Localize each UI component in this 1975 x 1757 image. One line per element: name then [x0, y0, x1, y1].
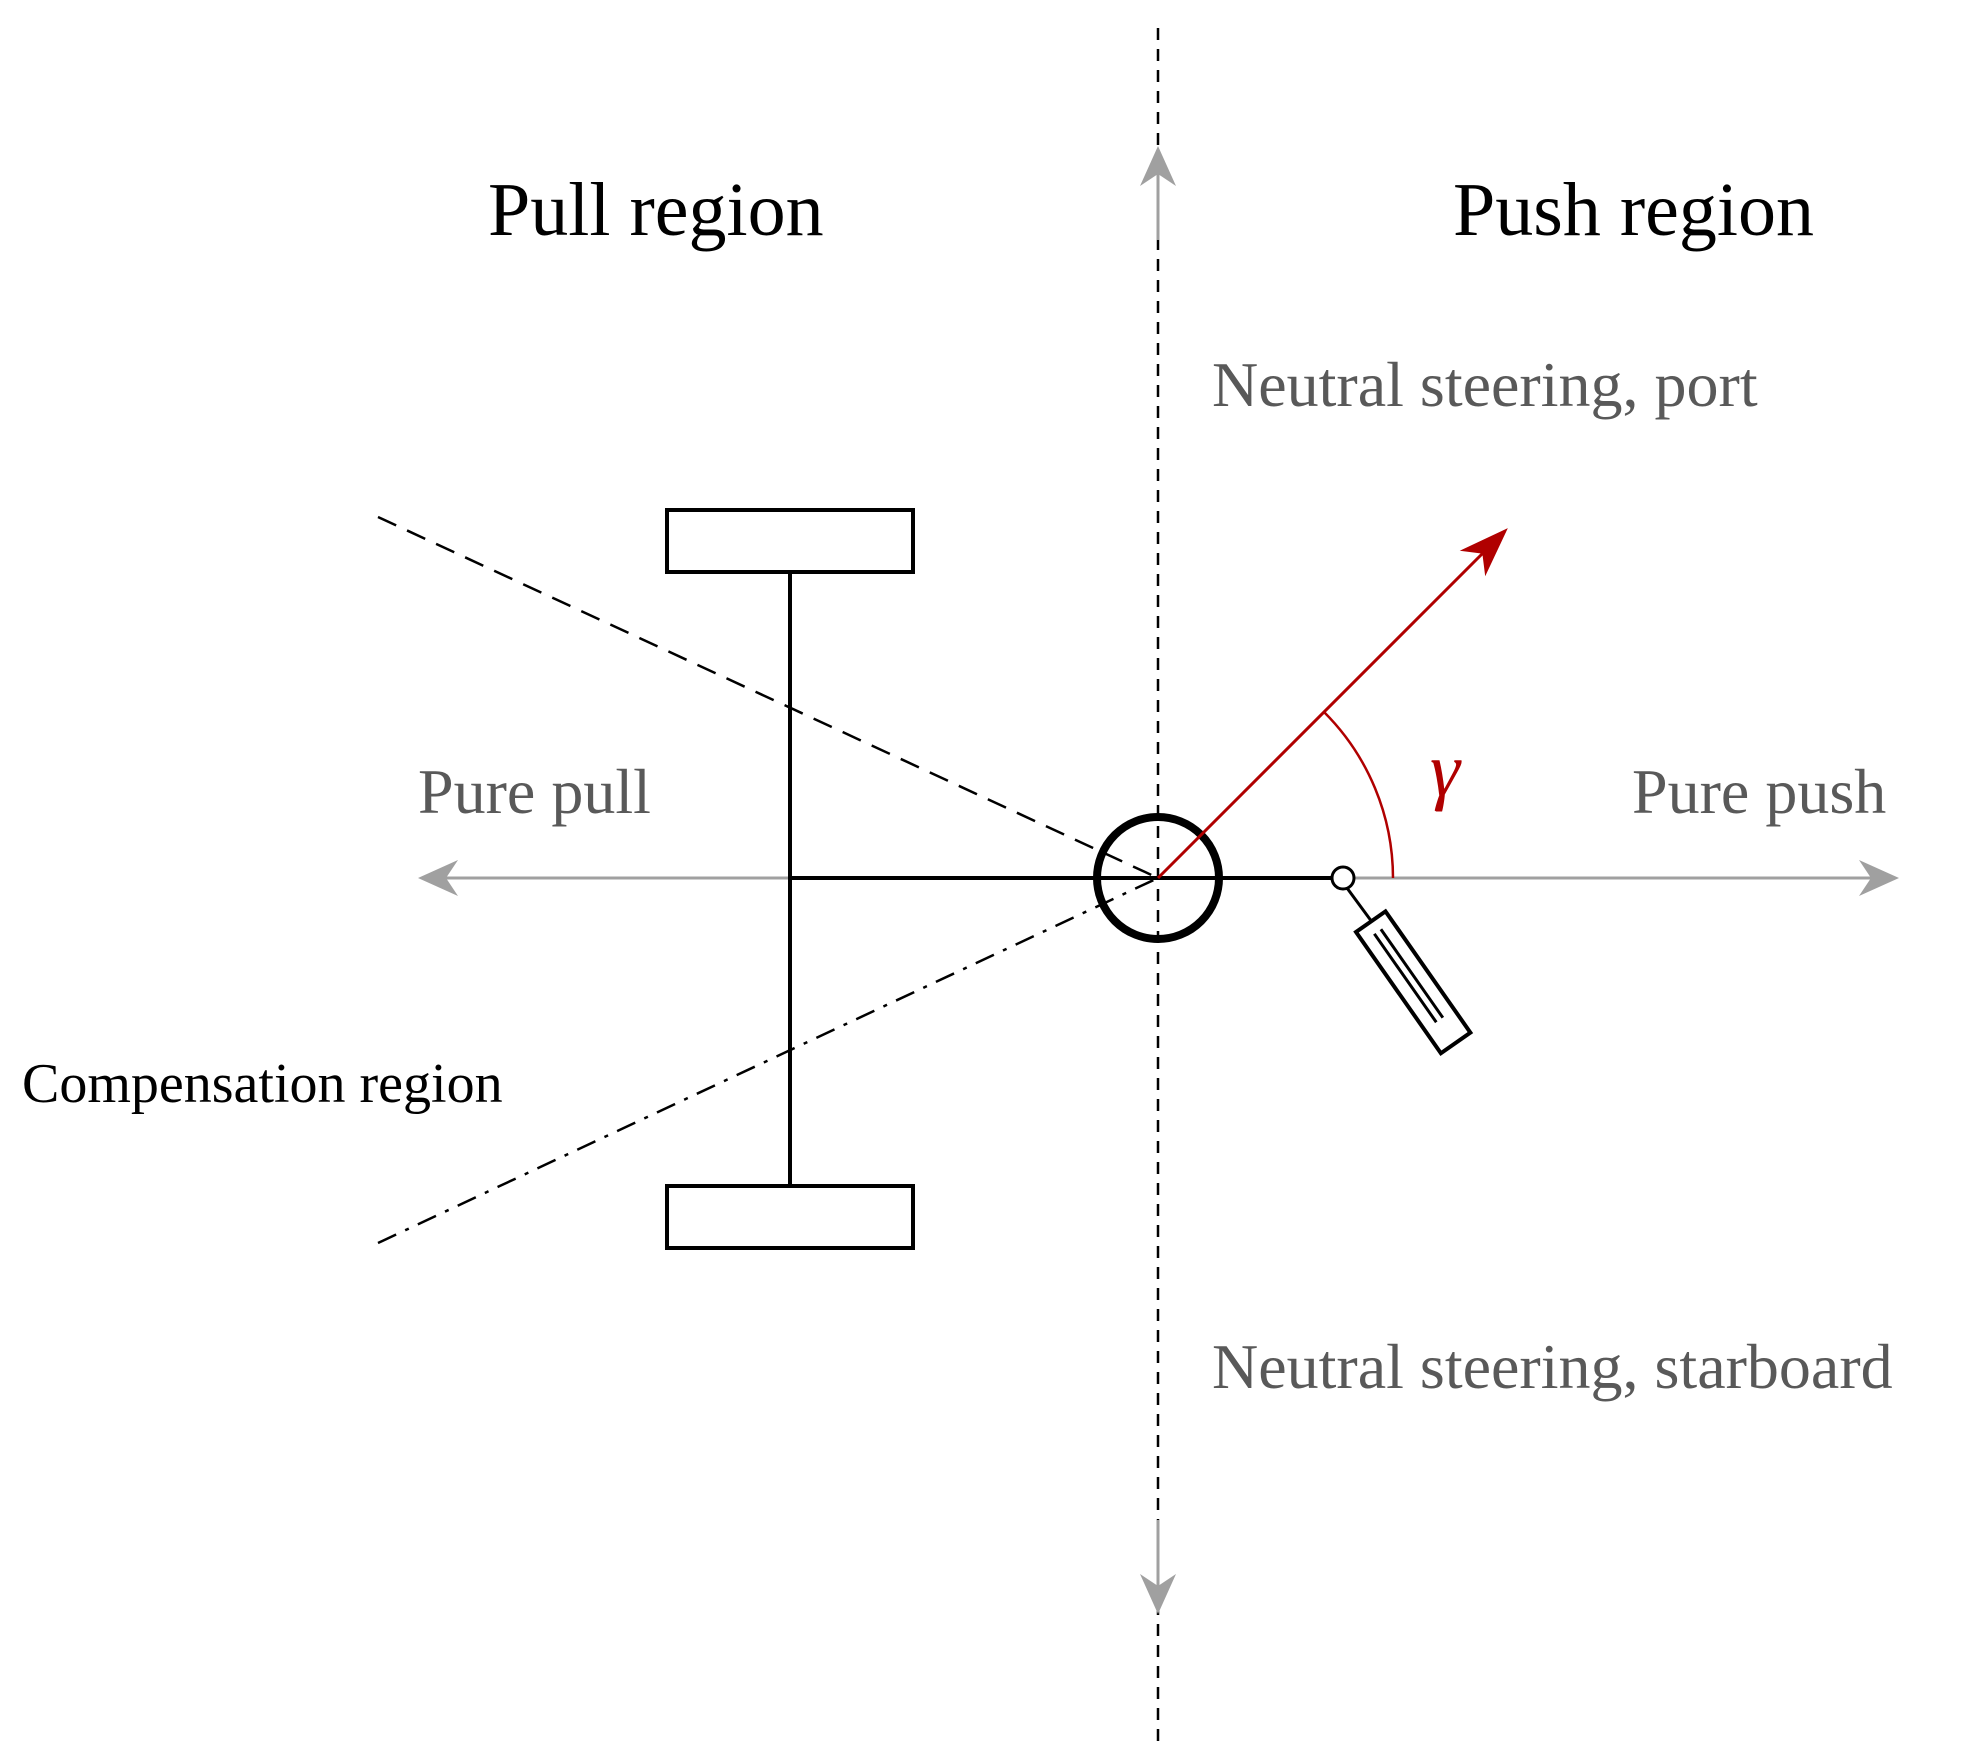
neutral-port-label: Neutral steering, port	[1212, 349, 1758, 420]
steering-link	[1345, 887, 1374, 923]
pull-region-label: Pull region	[488, 168, 824, 252]
steering-cylinder	[1353, 908, 1474, 1057]
compensation-region-label: Compensation region	[22, 1053, 503, 1115]
angle-gamma-label: γ	[1430, 728, 1462, 812]
steering-joint	[1330, 865, 1356, 891]
push-region-label: Push region	[1453, 168, 1814, 252]
neutral-starboard-label: Neutral steering, starboard	[1212, 1331, 1893, 1402]
pure-pull-label: Pure pull	[418, 756, 651, 827]
wheel-bottom	[665, 1184, 915, 1250]
compensation-boundary-lower	[377, 876, 1159, 1245]
hitch-point-circle	[1093, 813, 1223, 943]
pure-push-label: Pure push	[1632, 756, 1886, 827]
force-vector-arrow	[1156, 528, 1508, 880]
compensation-boundary-upper	[377, 515, 1159, 880]
angle-arc	[1323, 711, 1395, 879]
wheel-top	[665, 508, 915, 574]
